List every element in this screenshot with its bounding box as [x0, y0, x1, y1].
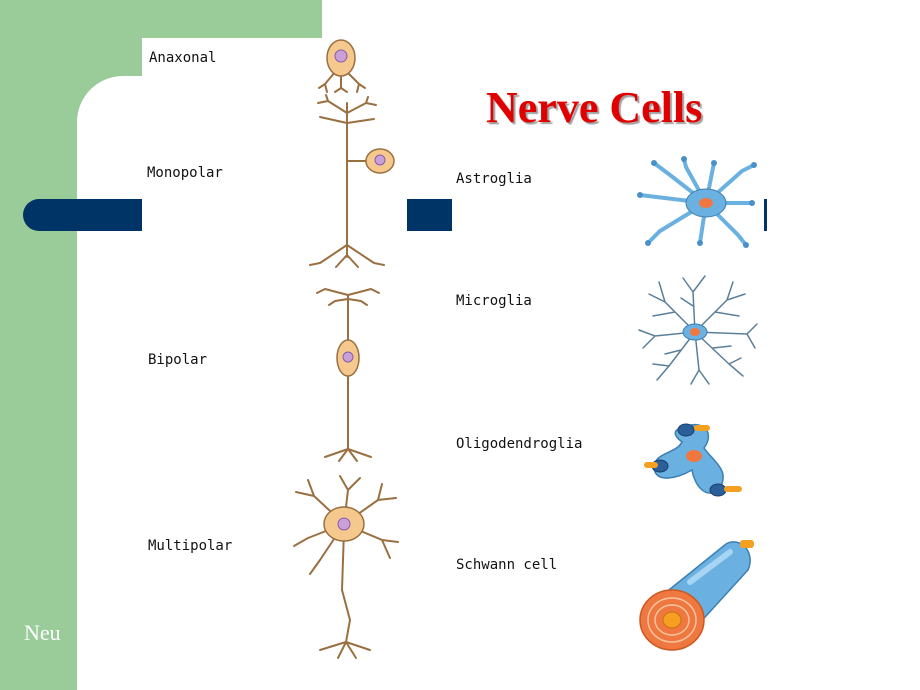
- monopolar-neuron-illustration: [309, 94, 395, 268]
- glia-label-astroglia: Astroglia: [456, 171, 532, 187]
- neuron-label-anaxonal: Anaxonal: [149, 50, 217, 66]
- neuron-label-multipolar: Multipolar: [148, 538, 233, 554]
- multipolar-neuron-illustration: [293, 475, 399, 659]
- glia-label-microglia: Microglia: [456, 293, 532, 309]
- navy-accent-bar-right: [763, 199, 767, 231]
- astroglia-illustration: [637, 156, 757, 248]
- glia-label-oligodendroglia: Oligodendroglia: [456, 436, 583, 452]
- anaxonal-neuron-illustration: [318, 39, 366, 93]
- oligodendroglia-illustration: [644, 423, 742, 497]
- bipolar-neuron-illustration: [316, 288, 380, 462]
- microglia-illustration: [638, 275, 758, 385]
- slide-title: Nerve Cells: [486, 83, 703, 132]
- schwann-cell-illustration: [639, 540, 754, 651]
- white-top-region: [322, 0, 920, 80]
- neuron-label-bipolar: Bipolar: [148, 352, 208, 368]
- navy-accent-bar-left: [23, 199, 153, 231]
- navy-accent-bar-middle: [407, 199, 453, 231]
- glia-label-schwann-cell: Schwann cell: [456, 557, 558, 573]
- footer-text: Neu: [24, 620, 61, 645]
- neuron-label-monopolar: Monopolar: [147, 165, 223, 181]
